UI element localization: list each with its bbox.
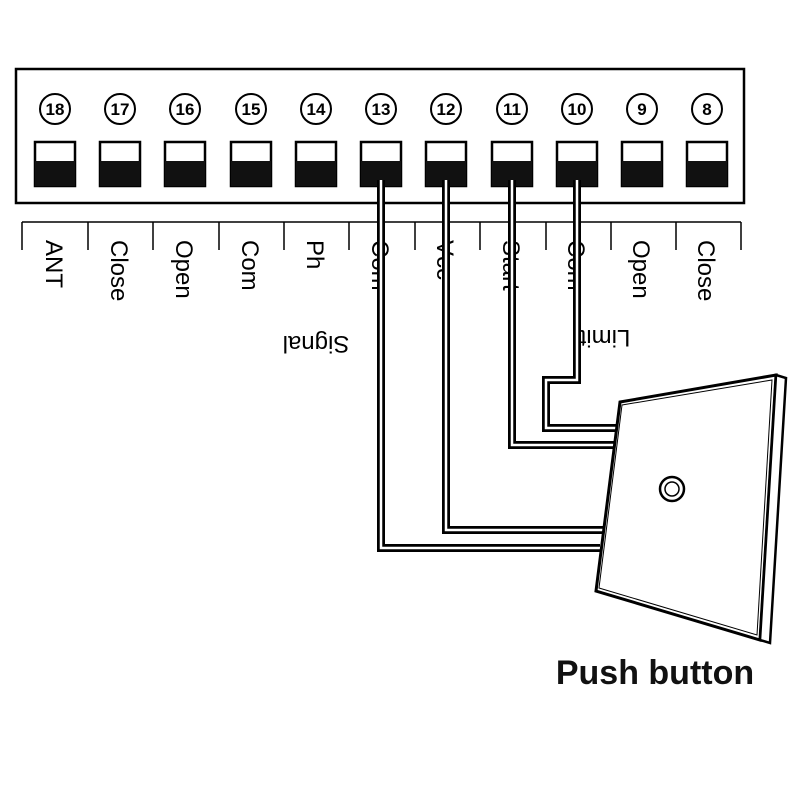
terminal-15: 15 xyxy=(229,93,273,188)
terminal-number: 13 xyxy=(372,100,391,119)
terminal-number: 14 xyxy=(307,100,326,119)
terminal-17: 17 xyxy=(98,93,142,188)
limit-group-label: Limit xyxy=(579,324,630,351)
terminal-number: 9 xyxy=(637,100,646,119)
label-com: Com xyxy=(236,240,263,291)
wire-com-10 xyxy=(542,180,620,432)
label-ant: ANT xyxy=(40,240,67,288)
terminal-number: 11 xyxy=(503,100,521,119)
wire-com-13 xyxy=(377,180,600,552)
terminal-18: 18 xyxy=(33,93,77,188)
terminal-number: 12 xyxy=(437,100,456,119)
label-close-limit: Close xyxy=(692,240,719,301)
terminal-number: 15 xyxy=(242,100,261,119)
wires xyxy=(377,180,620,552)
push-button-icon xyxy=(658,475,686,503)
terminal-number: 18 xyxy=(46,100,65,119)
terminal-9: 9 xyxy=(620,93,664,188)
label-open-limit: Open xyxy=(627,240,654,299)
terminal-number: 16 xyxy=(176,100,195,119)
label-close: Close xyxy=(105,240,132,301)
terminal-14: 14 xyxy=(294,93,338,188)
terminal-8: 8 xyxy=(685,93,729,188)
push-button-device xyxy=(594,373,788,645)
signal-group-label: Signal xyxy=(283,330,350,357)
wire-start-11 xyxy=(508,180,618,449)
terminal-11: 11 xyxy=(490,93,534,188)
terminal-row: 18 17 16 15 14 xyxy=(33,93,729,188)
device-label: Push button xyxy=(556,654,754,692)
label-open: Open xyxy=(170,240,197,299)
label-ph: Ph xyxy=(301,240,328,269)
terminal-10: 10 xyxy=(555,93,599,188)
terminal-12: 12 xyxy=(424,93,468,188)
terminal-16: 16 xyxy=(163,93,207,188)
terminal-number: 10 xyxy=(568,100,587,119)
terminal-number: 17 xyxy=(111,100,130,119)
wire-vcc-12 xyxy=(442,180,603,534)
terminal-number: 8 xyxy=(702,100,711,119)
terminal-13: 13 xyxy=(359,93,403,188)
